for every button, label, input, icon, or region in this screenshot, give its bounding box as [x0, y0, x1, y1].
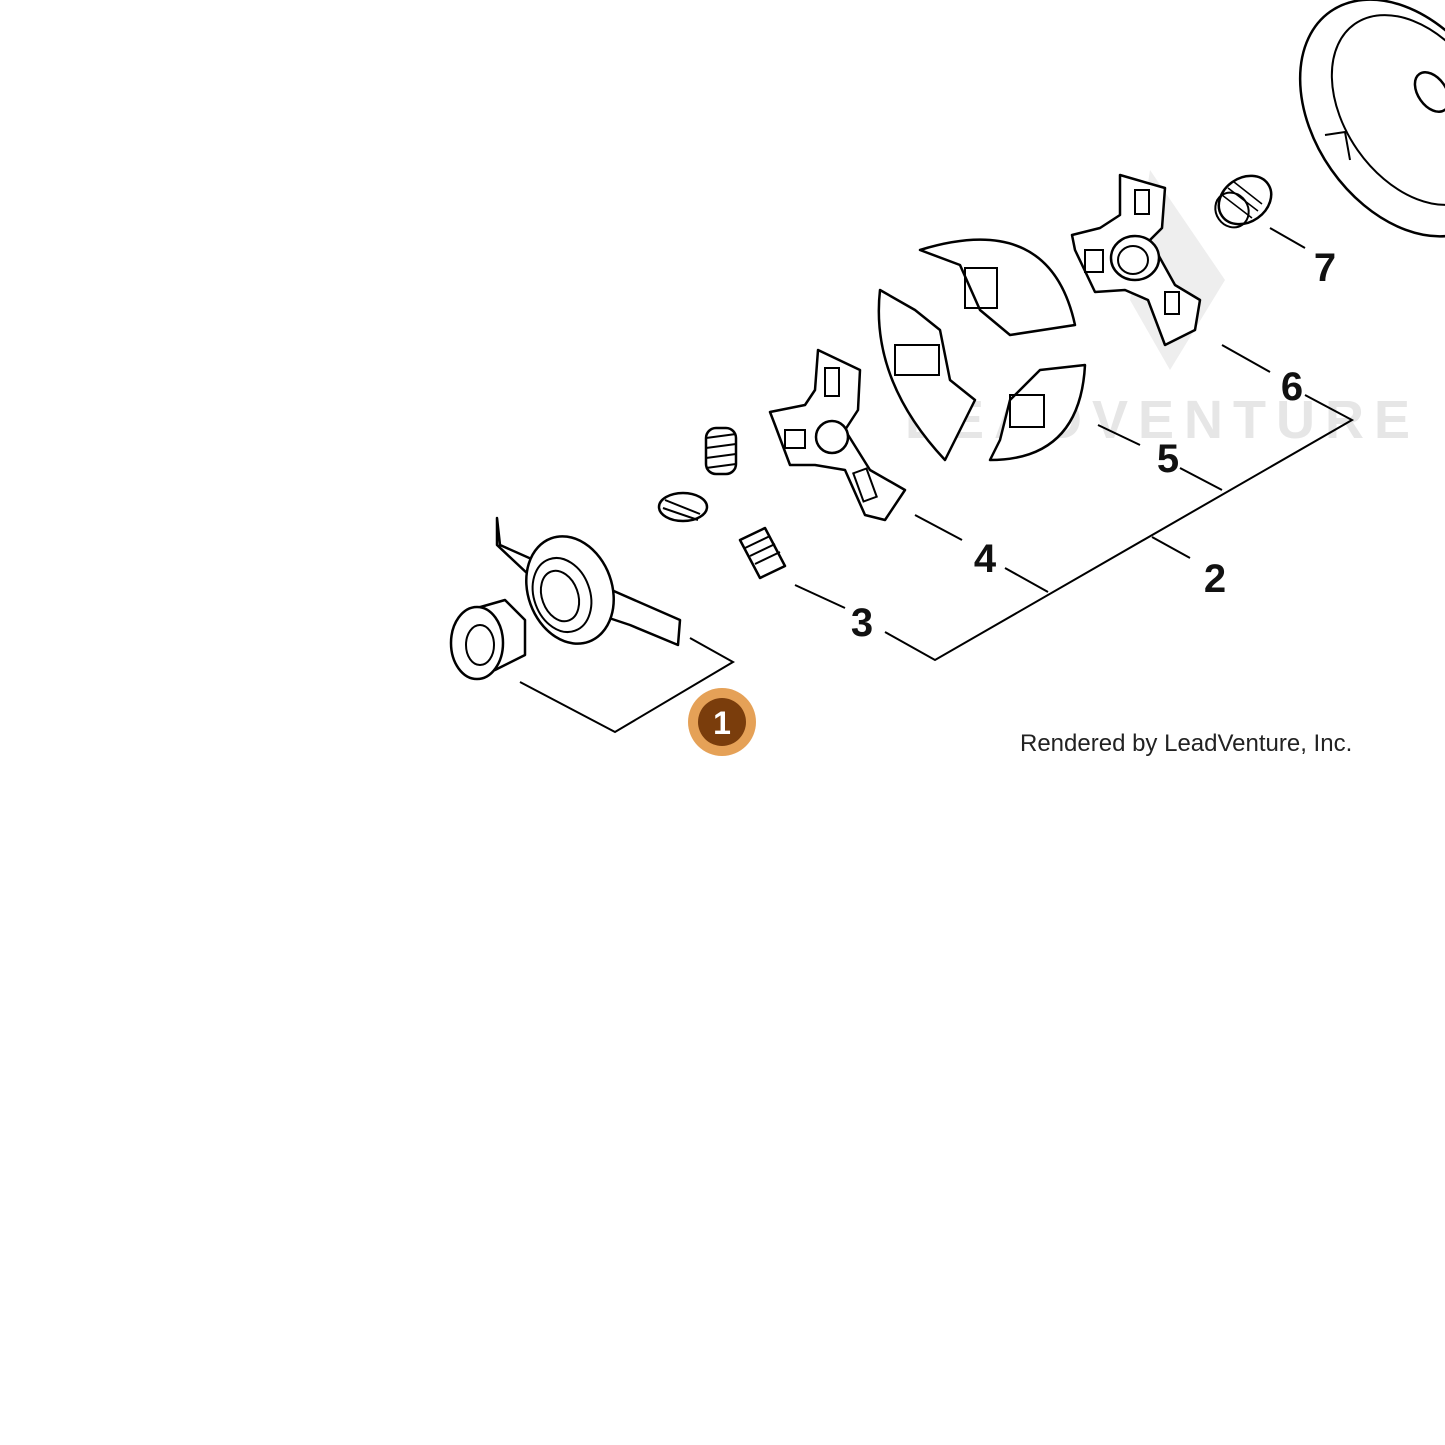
- leader-line-5a: [1097, 424, 1141, 446]
- spring-middle: [657, 491, 709, 523]
- leader-line-2: [1151, 536, 1191, 559]
- credit-text: Rendered by LeadVenture, Inc.: [1020, 730, 1352, 757]
- spring-top: [704, 426, 738, 476]
- callout-1[interactable]: 1: [688, 688, 756, 756]
- clutch-springs[interactable]: [657, 426, 787, 580]
- leader-line-7: [1269, 227, 1306, 249]
- leader-line-6b: [884, 394, 1355, 662]
- spring-bottom: [738, 526, 787, 580]
- callout-5-label: 5: [1157, 437, 1179, 481]
- clutch-drum[interactable]: [1257, 0, 1445, 276]
- callout-2-label: 2: [1204, 557, 1226, 601]
- callout-labels: 1 2 3 4 5 6 7: [688, 246, 1336, 756]
- callout-7-label: 7: [1314, 246, 1336, 290]
- leader-line-4a: [914, 514, 963, 541]
- leader-line-6a: [1221, 344, 1271, 373]
- leader-line-4b: [1004, 567, 1049, 593]
- clutch-carrier-lower[interactable]: [768, 348, 907, 522]
- leader-line-5b: [1179, 467, 1223, 491]
- clutch-carrier-upper[interactable]: [1070, 173, 1202, 347]
- bushing[interactable]: [449, 598, 527, 681]
- callout-6-label: 6: [1281, 365, 1303, 409]
- callout-3-label: 3: [851, 601, 873, 645]
- clutch-shoes[interactable]: [877, 238, 1087, 462]
- washer-assembly[interactable]: [495, 516, 682, 656]
- callout-1-label: 1: [713, 705, 731, 741]
- callout-4-label: 4: [974, 537, 997, 581]
- leader-line-1: [519, 637, 736, 734]
- watermark-text: LEADVENTURE: [905, 390, 1420, 450]
- leader-line-3: [794, 584, 846, 609]
- needle-bearing[interactable]: [1209, 166, 1281, 234]
- leader-lines: [519, 227, 1355, 734]
